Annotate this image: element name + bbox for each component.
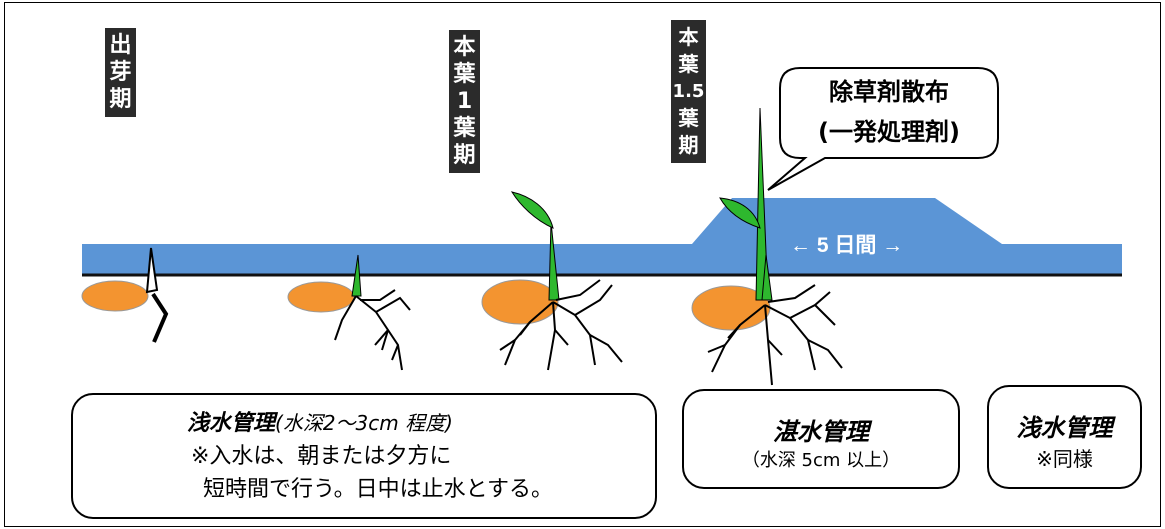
callout-text: 除草剤散布 (一発処理剤) <box>780 72 998 152</box>
water-duration-label: ← 5 日間 → <box>790 234 904 257</box>
seed-leaf1 <box>481 191 623 371</box>
shallow-management-box: 浅水管理(水深2～3cm 程度) ※入水は、朝または夕方に 短時間で行う。日中は… <box>71 393 657 519</box>
deep-title: 湛水管理 <box>773 418 869 446</box>
shallow-title: 浅水管理 <box>187 411 276 436</box>
water-layer <box>82 198 1122 275</box>
shallow-title-note: (水深2～3cm 程度) <box>275 411 453 435</box>
callout-line1: 除草剤散布 <box>829 78 949 106</box>
diagram-frame <box>4 2 1161 527</box>
stage-emergence-label: 出 芽 期 <box>105 28 136 117</box>
deep-management-box: 湛水管理 （水深 5cm 以上） <box>682 389 960 489</box>
seed-sprout <box>287 254 411 371</box>
shallow-line2: 短時間で行う。日中は止水とする。 <box>203 477 554 502</box>
seed-emergence <box>81 247 169 343</box>
shallow-line1: ※入水は、朝または夕方に <box>191 444 452 469</box>
callout-bubble <box>767 67 999 191</box>
shallow2-sub: ※同様 <box>1036 447 1093 471</box>
seed-leaf15 <box>691 107 843 386</box>
shallow-management-box-2: 浅水管理 ※同様 <box>987 385 1142 489</box>
stage-leaf15-label: 本 葉 1.5 葉 期 <box>671 20 706 163</box>
deep-sub: （水深 5cm 以上） <box>741 450 901 471</box>
callout-line2: (一発処理剤) <box>818 118 960 146</box>
stage-leaf1-label: 本 葉 1 葉 期 <box>449 30 480 173</box>
shallow2-title: 浅水管理 <box>1016 414 1113 442</box>
